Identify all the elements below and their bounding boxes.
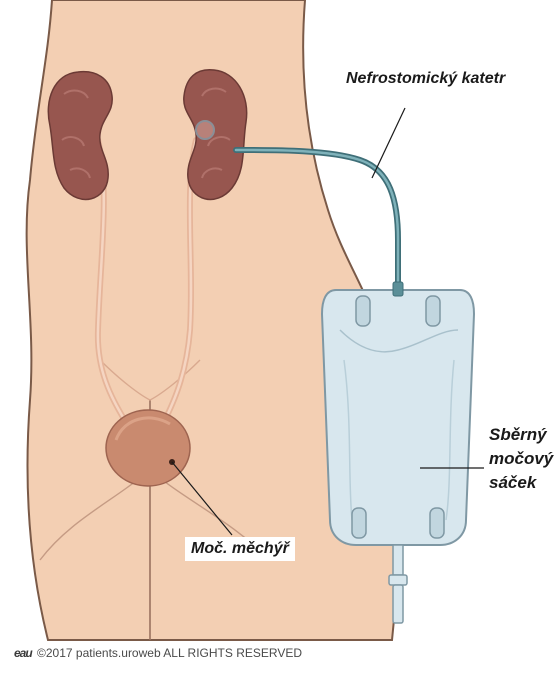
bag-hanger-slot-top-left <box>356 296 370 326</box>
bag-hanger-slot-bottom-right <box>430 508 444 538</box>
copyright-footer: eau ©2017 patients.uroweb ALL RIGHTS RES… <box>14 646 302 660</box>
drainage-bag-label: Sběrný močový sáček <box>489 423 553 495</box>
catheter-label: Nefrostomický katetr <box>346 70 505 88</box>
bag-outlet-valve <box>393 545 403 575</box>
copyright-text: ©2017 patients.uroweb ALL RIGHTS RESERVE… <box>37 646 302 660</box>
bag-outlet-spout <box>393 585 403 623</box>
eau-logo: eau <box>14 646 32 660</box>
bladder <box>106 410 190 486</box>
bag-outlet-cap <box>389 575 407 585</box>
nephrostomy-entry-point <box>196 121 214 139</box>
bag-hanger-slot-top-right <box>426 296 440 326</box>
bag-hanger-slot-bottom-left <box>352 508 366 538</box>
catheter-leader-line <box>372 108 405 178</box>
bag-inlet-connector <box>393 282 403 296</box>
bladder-label: Moč. měchýř <box>185 537 295 561</box>
